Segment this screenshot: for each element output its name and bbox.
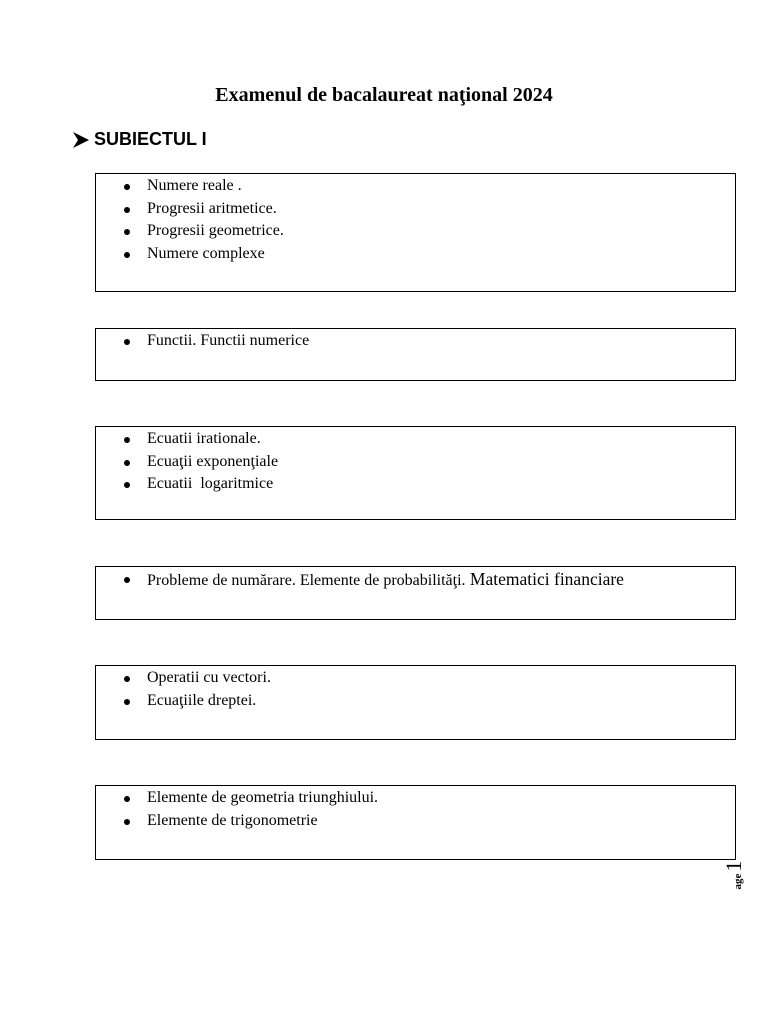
arrow-bullet-icon	[73, 131, 89, 148]
topic-list: Ecuatii irationale. Ecuaţii exponenţiale…	[96, 428, 735, 496]
topic-box-6: Elemente de geometria triunghiului. Elem…	[95, 785, 736, 860]
list-item: Elemente de trigonometrie	[124, 810, 735, 833]
page-number: 1	[721, 860, 746, 872]
topic-list: Functii. Functii numerice	[96, 330, 735, 353]
bullet-icon	[124, 796, 130, 802]
list-item: Ecuaţiile dreptei.	[124, 690, 735, 713]
bullet-icon	[124, 459, 130, 466]
section-heading: SUBIECTUL I	[72, 129, 207, 150]
topic-list: Numere reale . Progresii aritmetice. Pro…	[96, 175, 735, 265]
bullet-icon	[124, 577, 130, 583]
bullet-icon	[124, 229, 130, 235]
topic-box-4: Probleme de numărare. Elemente de probab…	[95, 566, 736, 620]
list-item: Progresii geometrice.	[124, 220, 735, 243]
list-item: Functii. Functii numerice	[124, 330, 735, 353]
bullet-icon	[124, 339, 130, 345]
topic-box-2: Functii. Functii numerice	[95, 328, 736, 381]
topic-list: Operatii cu vectori. Ecuaţiile dreptei.	[96, 667, 735, 712]
bullet-icon	[124, 676, 130, 682]
list-item: Ecuatii irationale.	[124, 428, 735, 451]
list-item: Elemente de geometria triunghiului.	[124, 787, 735, 810]
list-item: Ecuaţii exponenţiale	[124, 451, 735, 474]
list-item: Numere reale .	[124, 175, 735, 198]
list-item: Probleme de numărare. Elemente de probab…	[124, 568, 735, 593]
bullet-icon	[124, 437, 130, 443]
topic-list: Elemente de geometria triunghiului. Elem…	[96, 787, 735, 832]
bullet-icon	[124, 206, 130, 213]
bullet-icon	[124, 184, 130, 190]
bullet-icon	[124, 251, 130, 258]
bullet-icon	[124, 698, 130, 705]
page-number-footer: age 1	[721, 860, 761, 890]
list-item: Operatii cu vectori.	[124, 667, 735, 690]
section-heading-text: SUBIECTUL I	[94, 129, 207, 149]
document-title: Examenul de bacalaureat naţional 2024	[215, 84, 553, 106]
topic-list: Probleme de numărare. Elemente de probab…	[96, 568, 735, 593]
topic-box-5: Operatii cu vectori. Ecuaţiile dreptei.	[95, 665, 736, 740]
topic-box-1: Numere reale . Progresii aritmetice. Pro…	[95, 173, 736, 292]
list-item: Progresii aritmetice.	[124, 198, 735, 221]
list-item: Numere complexe	[124, 243, 735, 266]
topic-box-3: Ecuatii irationale. Ecuaţii exponenţiale…	[95, 426, 736, 520]
page-word: age	[732, 873, 744, 890]
list-item-suffix: Matematici financiare	[465, 569, 624, 589]
bullet-icon	[124, 818, 130, 825]
list-item: Ecuatii logaritmice	[124, 473, 735, 496]
bullet-icon	[124, 482, 130, 488]
